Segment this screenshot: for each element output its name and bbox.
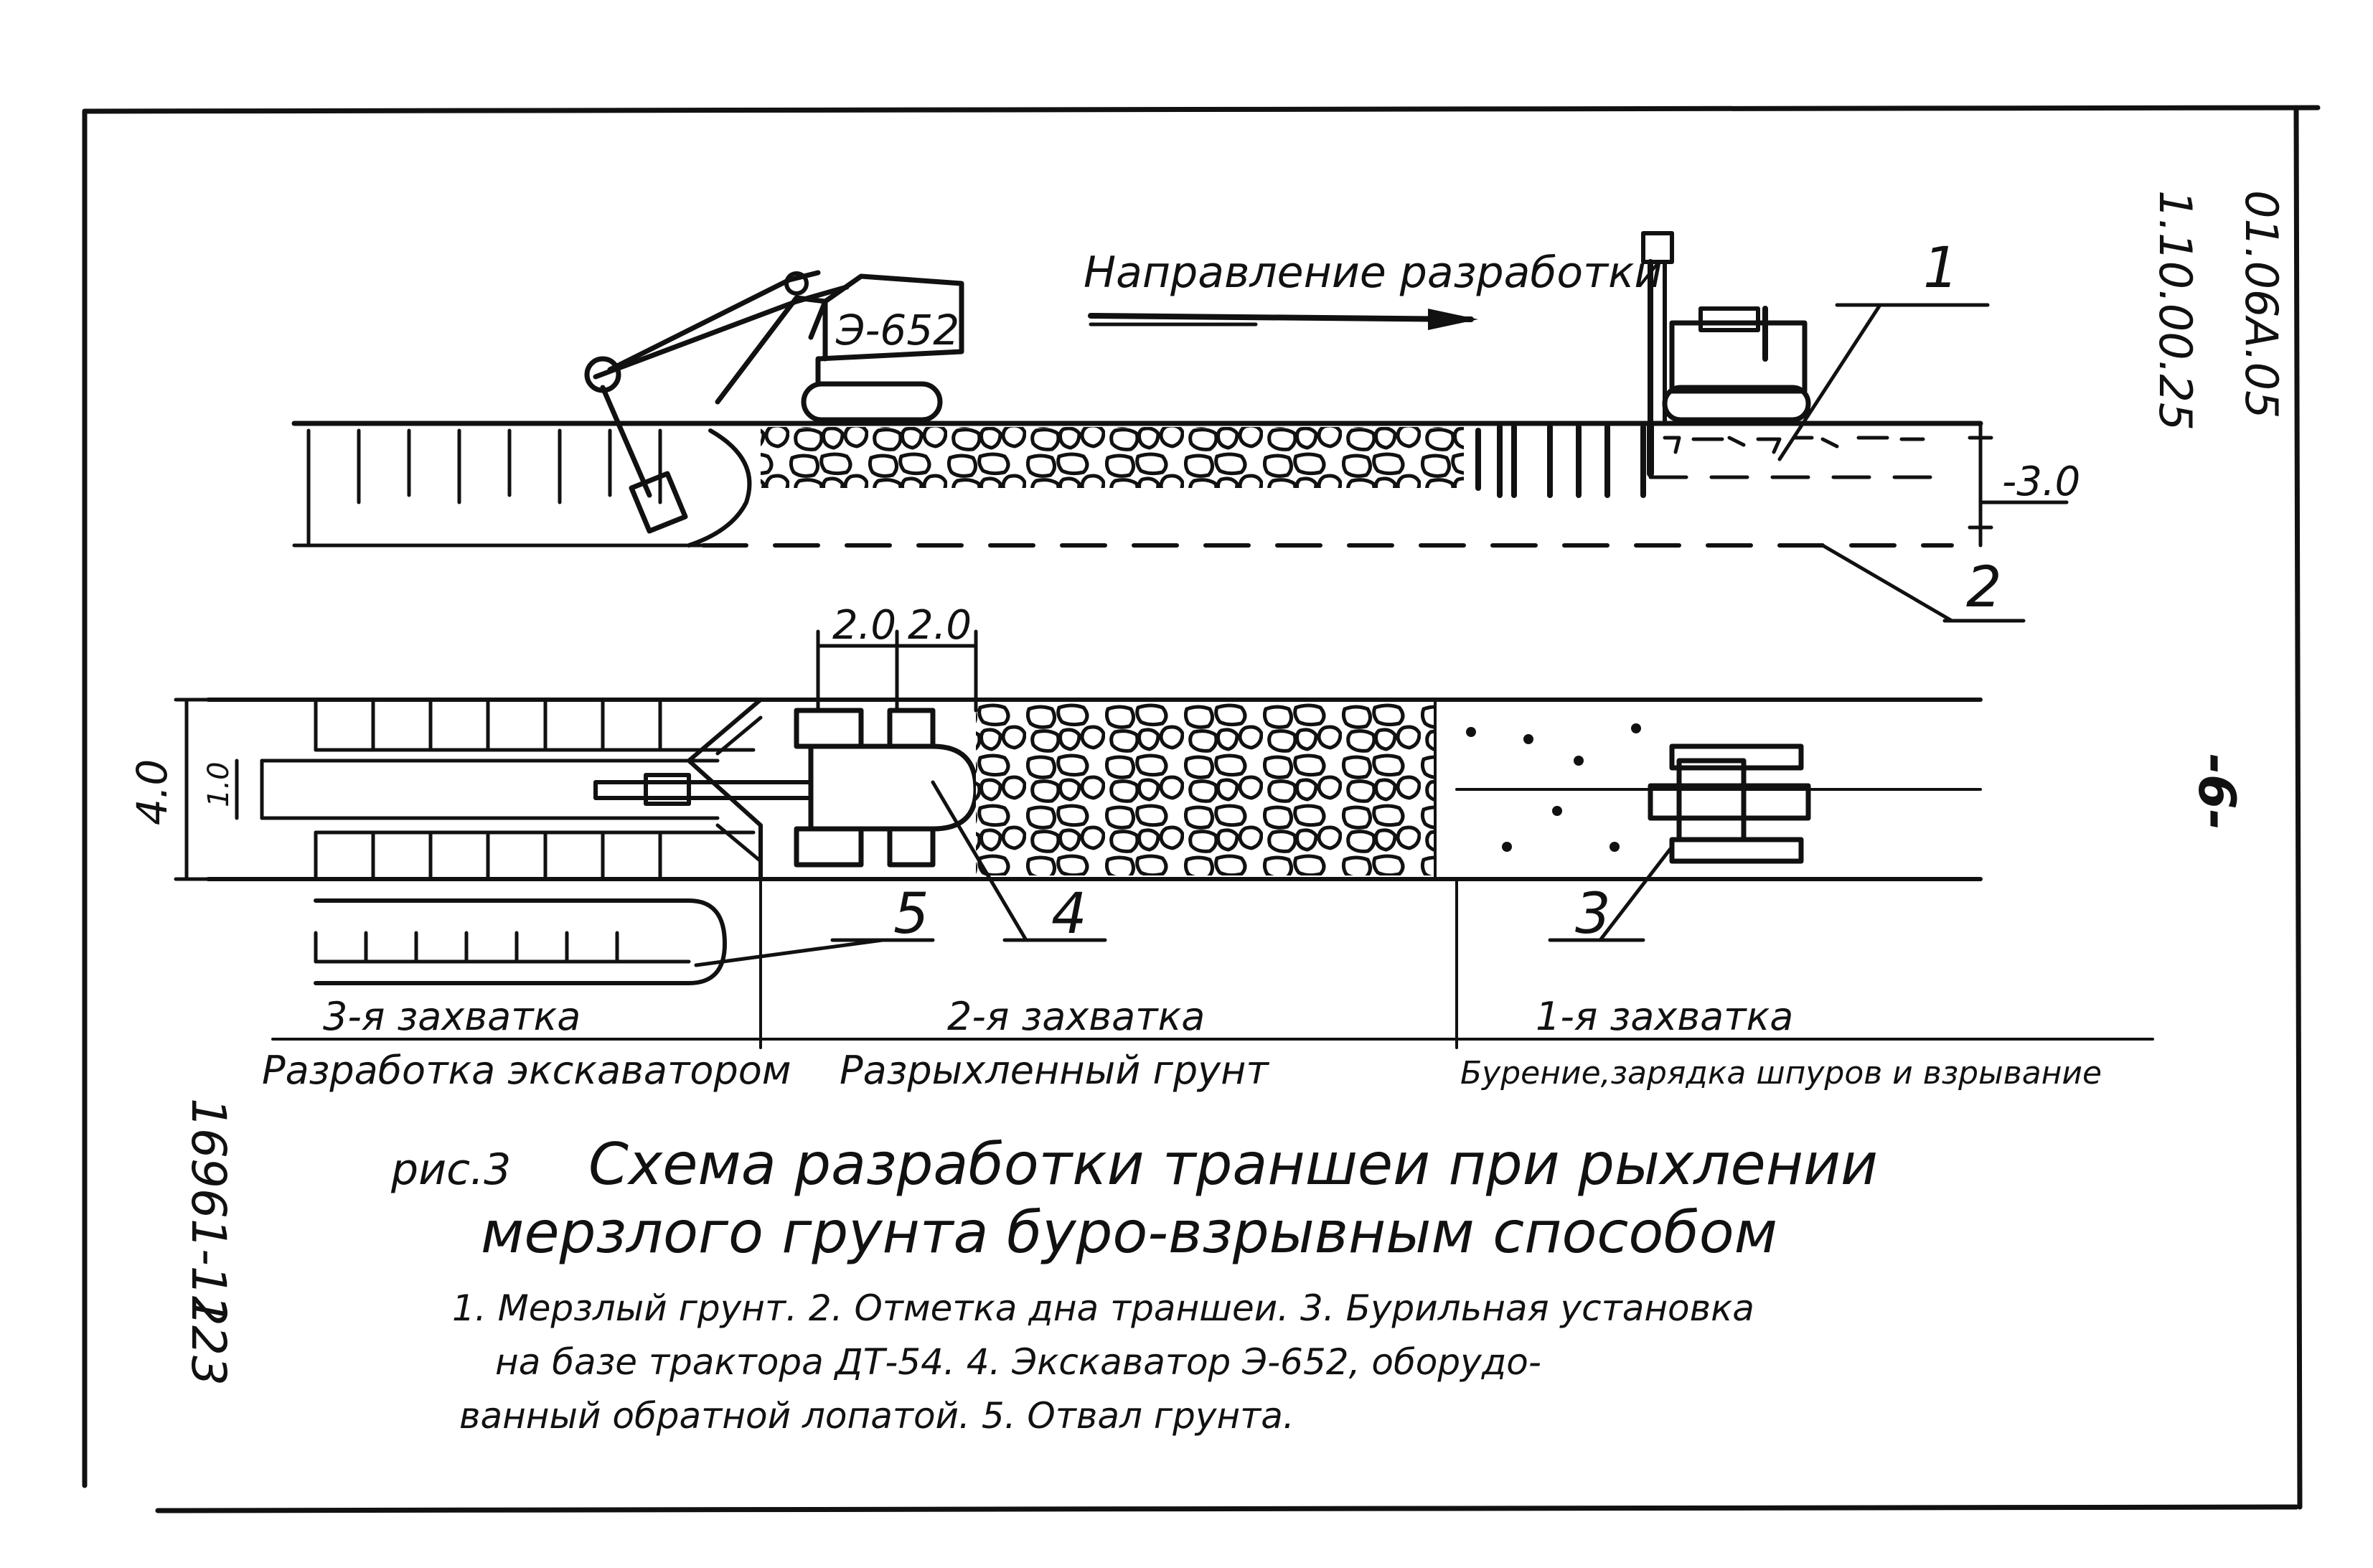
soil-hatch-left <box>292 428 752 548</box>
spoil-heap-plan <box>314 898 727 985</box>
excavator-plan <box>593 708 979 868</box>
callout-2-leader <box>1820 543 2026 623</box>
zone-1-title: 1-я захватка <box>1536 994 1793 1039</box>
side-code: 16961-12 <box>181 1098 236 1326</box>
zone-3-title: 3-я захватка <box>323 994 581 1039</box>
dim-b: 2.0 <box>908 602 972 649</box>
direction-label: Направление разработки <box>1084 248 1662 298</box>
plan-width-dimension <box>174 698 239 881</box>
callout-3: 3 <box>1575 882 1611 947</box>
caption-line-1: Схема разработки траншеи при рыхлении <box>588 1131 1878 1198</box>
profile-view: Э-652 Направление разработки -3.0 <box>291 231 2080 623</box>
dim-a: 2.0 <box>832 602 896 649</box>
zone-2-subtitle: Разрыхленный грунт <box>840 1048 1269 1093</box>
depth-dimension <box>1968 421 2069 548</box>
callout-5: 5 <box>893 882 929 947</box>
loosened-soil-profile <box>761 427 1464 488</box>
drill-rig-profile <box>1641 231 1811 477</box>
page-mark: -6- <box>2187 754 2246 830</box>
plan-hatch-left <box>260 698 763 881</box>
zone-separators <box>271 878 2154 1049</box>
callout-leaders-plan <box>694 780 1674 967</box>
caption-line-2: мерзлого грунта буро-взрывным способом <box>481 1199 1777 1266</box>
direction-arrow <box>1088 309 1478 330</box>
drill-points <box>1466 723 1641 852</box>
callout-1-leader <box>1777 303 1990 461</box>
sheet-code-2: 1.10.00.25 <box>2149 190 2202 431</box>
zone-2-title: 2-я захватка <box>947 994 1205 1039</box>
sheet-code-1: 01.06А.05 <box>2235 190 2288 419</box>
sheet-frame <box>82 105 2321 1513</box>
drill-holes-profile <box>1475 424 1646 498</box>
zone-1-subtitle: Бурение,зарядка шпуров и взрывание <box>1460 1055 2102 1092</box>
callout-1: 1 <box>1923 236 1959 301</box>
callout-2: 2 <box>1966 555 2002 620</box>
legend-line-2: на базе трактора ДТ-54. 4. Экскаватор Э-… <box>495 1341 1541 1383</box>
plan-view: 4.0 1.0 2.0 2.0 5 4 3 <box>128 602 2154 1049</box>
zone-3-subtitle: Разработка экскаватором <box>262 1048 791 1093</box>
dim-width: 4.0 <box>128 759 177 825</box>
depth-mark: -3.0 <box>2002 459 2080 505</box>
callout-4: 4 <box>1051 882 1087 947</box>
dim-inner: 1.0 <box>202 761 235 807</box>
drill-rig-plan <box>1648 743 1811 864</box>
legend-line-1: 1. Мерзлый грунт. 2. Отметка дна траншеи… <box>452 1287 1754 1329</box>
excavator-profile <box>584 270 964 534</box>
loosened-soil-plan <box>976 703 1435 875</box>
caption-prefix: рис.3 <box>390 1145 511 1195</box>
excavator-model-label: Э-652 <box>835 306 959 355</box>
side-page: 123 <box>181 1295 236 1386</box>
plan-top-dimension <box>816 629 978 713</box>
legend-line-3: ванный обратной лопатой. 5. Отвал грунта… <box>459 1395 1294 1437</box>
frozen-soil-marks <box>1663 436 1925 454</box>
